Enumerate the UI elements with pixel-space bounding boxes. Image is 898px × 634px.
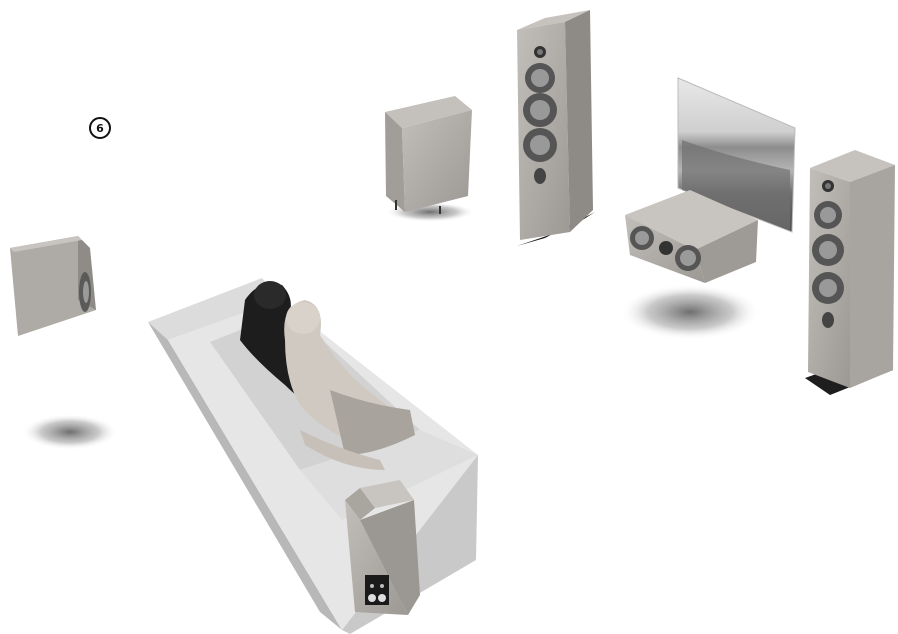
surround-speaker-on-sofa	[345, 480, 420, 615]
front-right-tower-speaker	[805, 150, 895, 395]
speaker-number-marker: 6	[89, 117, 111, 139]
shadow-left	[22, 414, 118, 450]
surround-back-speaker	[10, 236, 96, 336]
front-left-tower-speaker	[517, 10, 595, 246]
subwoofer	[385, 96, 472, 214]
shadow-center	[620, 284, 760, 340]
